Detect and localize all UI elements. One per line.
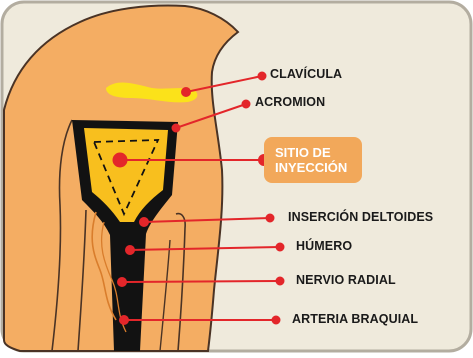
callout-sitio-inyeccion: SITIO DE INYECCIÓN xyxy=(264,137,362,183)
pointer-dot-arteria-end xyxy=(273,317,280,324)
label-acromion: ACROMION xyxy=(255,95,325,109)
pointer-dot-acromion-end xyxy=(243,101,250,108)
callout-line-2: INYECCIÓN xyxy=(275,160,362,175)
label-insercion-deltoides: INSERCIÓN DELTOIDES xyxy=(288,210,433,224)
label-humero: HÚMERO xyxy=(296,239,352,253)
pointer-dot-acromion-start xyxy=(173,125,180,132)
label-clavicula: CLAVÍCULA xyxy=(270,67,342,81)
pointer-dot-sitio-start xyxy=(114,154,127,167)
callout-line-1: SITIO DE xyxy=(275,145,362,160)
pointer-dot-humero-start xyxy=(126,246,134,254)
pointer-dot-clavicula-end xyxy=(259,73,266,80)
pointer-dot-nervio-start xyxy=(118,278,126,286)
label-nervio-radial: NERVIO RADIAL xyxy=(296,273,396,287)
pointer-dot-insercion-start xyxy=(140,218,148,226)
pointer-dot-arteria-start xyxy=(120,316,128,324)
pointer-dot-clavicula-start xyxy=(182,88,190,96)
pointer-line-nervio xyxy=(122,281,280,282)
pointer-dot-nervio-end xyxy=(277,278,284,285)
pointer-dot-humero-end xyxy=(277,244,284,251)
label-arteria-braquial: ARTERIA BRAQUIAL xyxy=(292,312,418,326)
pointer-dot-insercion-end xyxy=(267,215,274,222)
